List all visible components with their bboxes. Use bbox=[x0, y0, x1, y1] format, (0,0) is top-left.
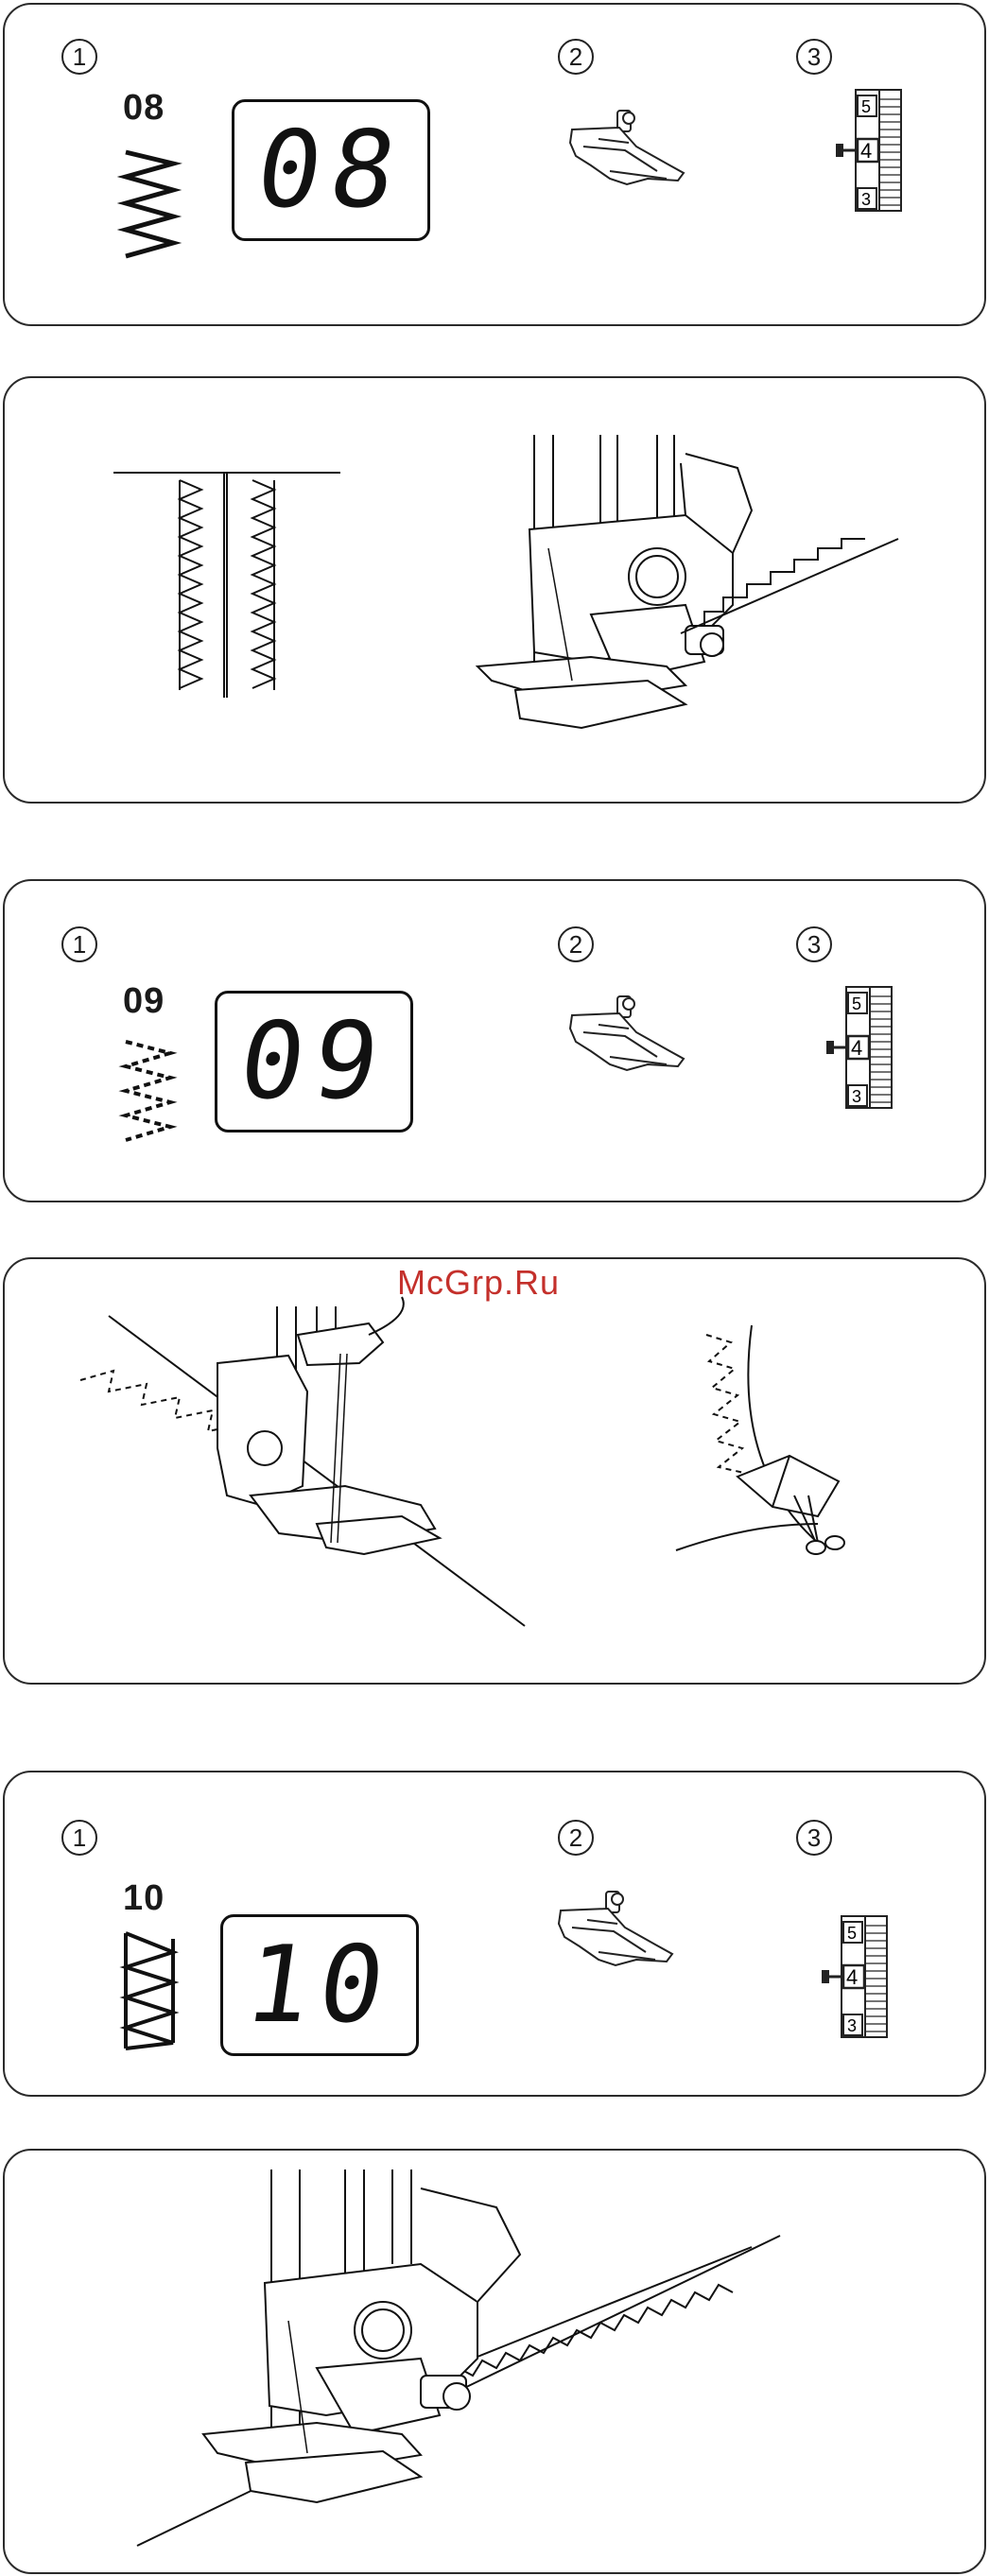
presser-foot-icon bbox=[570, 996, 684, 1070]
watermark: McGrp.Ru bbox=[397, 1263, 560, 1303]
seam-diagram bbox=[113, 473, 340, 698]
scale-label-4: 4 bbox=[851, 1036, 862, 1060]
pattern-10-sewing-illustration bbox=[3, 2149, 986, 2574]
sewing-machine-foot-icon bbox=[217, 1297, 440, 1554]
pattern-10-graphics: 5 4 3 bbox=[5, 1772, 986, 2097]
sewing-machine-foot-icon bbox=[203, 2170, 520, 2502]
scale-label-4: 4 bbox=[846, 1965, 858, 1989]
pattern-10-settings-panel: 1 2 3 10 bbox=[3, 1771, 986, 2097]
zigzag-stitch-icon bbox=[126, 1933, 173, 2049]
trim-excess-illustration bbox=[676, 1325, 839, 1550]
sewing-machine-foot-icon bbox=[477, 435, 752, 728]
pattern-08-settings-panel: 1 2 3 08 bbox=[3, 3, 986, 326]
pattern-display: 10 bbox=[220, 1914, 419, 2056]
zigzag-stitch-icon bbox=[126, 152, 173, 256]
pattern-08-graphics: 5 4 3 bbox=[5, 5, 986, 326]
scale-label-3: 3 bbox=[847, 2016, 857, 2035]
scale-label-5: 5 bbox=[861, 97, 871, 116]
pattern-09-graphics: 5 4 3 bbox=[5, 881, 986, 1202]
presser-foot-icon bbox=[559, 1892, 672, 1965]
pattern-08-sewing-illustration bbox=[3, 376, 986, 804]
display-value: 10 bbox=[216, 1932, 424, 2038]
pattern-display: 08 bbox=[232, 99, 430, 241]
pattern-09-sewing-illustration bbox=[3, 1257, 986, 1685]
display-value: 08 bbox=[227, 117, 435, 223]
zigzag-stitch-icon bbox=[126, 1042, 170, 1140]
pattern-display: 09 bbox=[215, 991, 413, 1132]
scale-label-3: 3 bbox=[861, 190, 871, 209]
pattern-09-settings-panel: 1 2 3 09 bbox=[3, 879, 986, 1202]
scale-label-3: 3 bbox=[852, 1087, 861, 1106]
scale-label-5: 5 bbox=[852, 994, 861, 1013]
scale-label-5: 5 bbox=[847, 1924, 857, 1943]
display-value: 09 bbox=[210, 1009, 418, 1115]
presser-foot-icon bbox=[570, 111, 684, 184]
scale-label-4: 4 bbox=[860, 139, 872, 163]
